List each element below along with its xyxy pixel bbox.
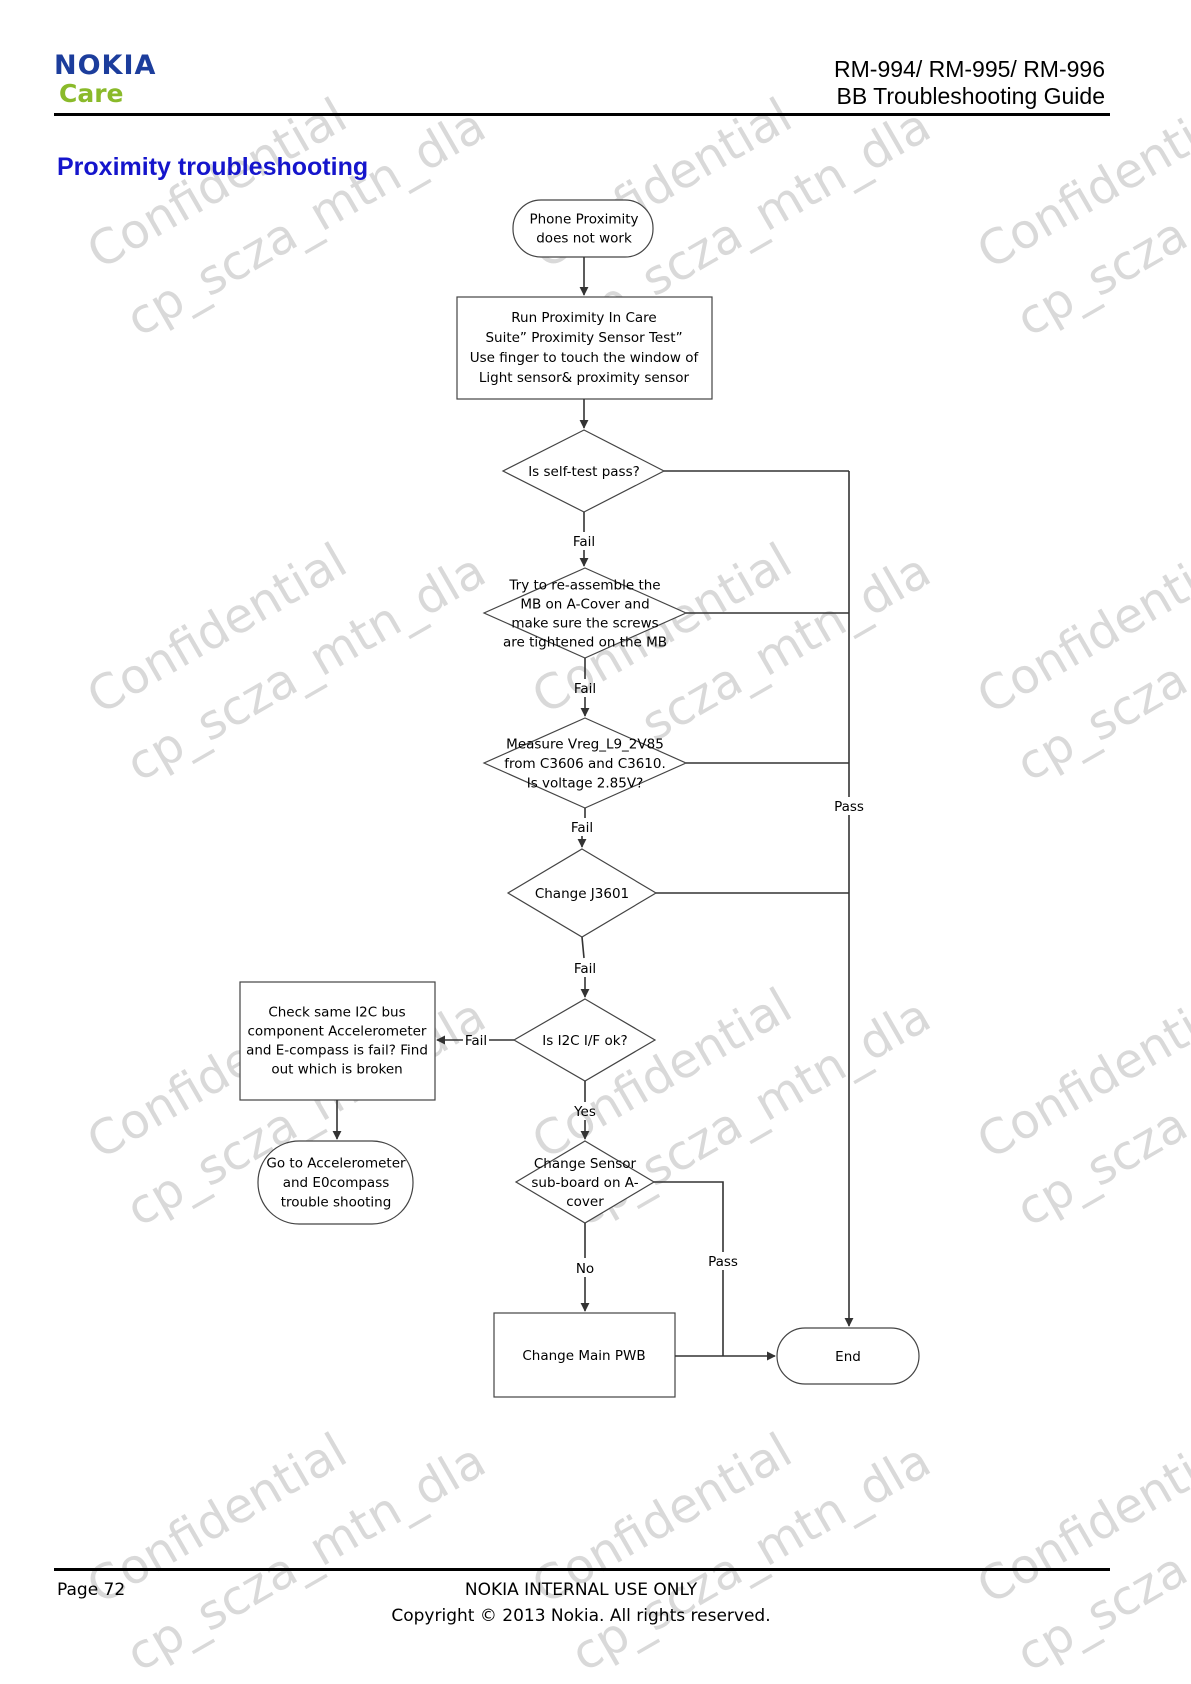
change-pwb-node <box>493 1312 676 1398</box>
footer-internal-use: NOKIA INTERNAL USE ONLY <box>464 1580 698 1600</box>
footer-rule <box>54 1568 1110 1571</box>
header-rule <box>54 113 1110 116</box>
run-test-node <box>456 296 713 400</box>
label-fail-reassemble: Fail <box>574 681 596 697</box>
start-node <box>512 199 654 258</box>
label-fail-change-j3601: Fail <box>574 961 596 977</box>
label-yes-i2c: Yes <box>573 1104 596 1120</box>
label-pass-main: Pass <box>834 799 864 815</box>
reassemble-text-line: Try to re-assemble the <box>508 578 660 594</box>
label-fail-i2c: Fail <box>465 1033 487 1049</box>
change-sensor-text-line: sub-board on A- <box>531 1175 638 1191</box>
change-sensor-text-line: Change Sensor <box>534 1156 637 1172</box>
header-guide-title: BB Troubleshooting Guide <box>836 83 1105 109</box>
run-test-text-line: Light sensor& proximity sensor <box>479 370 690 386</box>
check-i2c-text-line: Check same I2C bus <box>268 1005 405 1021</box>
reassemble-text-line: make sure the screws <box>511 616 658 632</box>
nokia-logo: NOKIA <box>54 50 157 81</box>
goto-acc-text-line: and E0compass <box>283 1175 390 1191</box>
end-text-line: End <box>835 1349 861 1365</box>
start-text-line: does not work <box>536 231 632 247</box>
label-no-change-sensor: No <box>576 1261 594 1277</box>
self-test-text-line: Is self-test pass? <box>528 464 640 480</box>
label-fail-measure: Fail <box>571 820 593 836</box>
start-text-line: Phone Proximity <box>529 212 638 228</box>
change-pwb-text-line: Change Main PWB <box>522 1348 645 1364</box>
goto-acc-text-line: Go to Accelerometer <box>266 1156 406 1172</box>
footer-copyright: Copyright © 2013 Nokia. All rights reser… <box>391 1606 771 1626</box>
end-node <box>776 1327 920 1385</box>
reassemble-text-line: are tightened on the MB <box>503 635 667 651</box>
page-title: Proximity troubleshooting <box>57 153 369 181</box>
measure-text-line: Is voltage 2.85V? <box>527 776 644 792</box>
care-logo: Care <box>59 79 124 108</box>
page-number: Page 72 <box>57 1580 126 1600</box>
i2c-text-line: Is I2C I/F ok? <box>542 1033 627 1049</box>
check-i2c-text-line: and E-compass is fail? Find <box>246 1043 428 1059</box>
measure-text-line: Measure Vreg_L9_2V85 <box>506 737 664 753</box>
check-i2c-text-line: component Accelerometer <box>248 1024 427 1040</box>
goto-acc-text-line: trouble shooting <box>281 1195 392 1211</box>
run-test-text-line: Run Proximity In Care <box>511 310 656 326</box>
run-test-text-line: Use finger to touch the window of <box>470 350 700 366</box>
change-j-text-line: Change J3601 <box>535 886 629 902</box>
label-fail-self-test: Fail <box>573 534 595 550</box>
measure-text-line: from C3606 and C3610. <box>504 756 666 772</box>
check-i2c-node <box>239 981 436 1101</box>
run-test-text-line: Suite” Proximity Sensor Test” <box>485 330 682 346</box>
reassemble-text-line: MB on A-Cover and <box>520 597 649 613</box>
check-i2c-text-line: out which is broken <box>271 1062 402 1078</box>
change-sensor-text-line: cover <box>566 1194 604 1210</box>
header-model: RM-994/ RM-995/ RM-996 <box>834 56 1105 82</box>
label-pass-change-sensor: Pass <box>708 1254 738 1270</box>
goto-accelerometer-node <box>257 1140 414 1225</box>
